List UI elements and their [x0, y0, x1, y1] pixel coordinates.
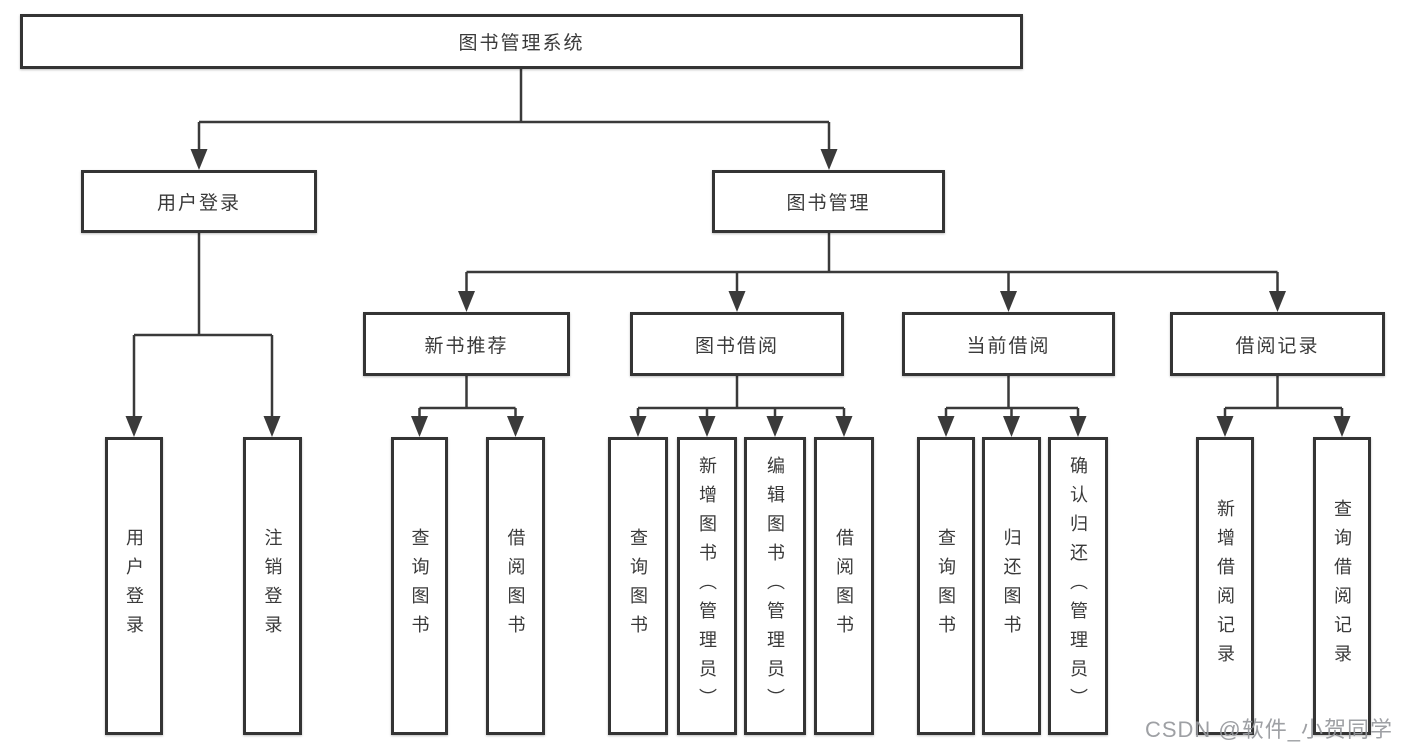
leaf-current-query-books: 查询图书 [917, 437, 975, 735]
watermark: CSDN @软件_小贺同学 [1144, 717, 1393, 742]
node-root: 图书管理系统 [20, 14, 1023, 69]
leaf-recommend-borrow-books: 借阅图书 [486, 437, 545, 735]
connector-borrow-record-children [1223, 376, 1344, 418]
leaf-add-borrow-record: 新增借阅记录 [1196, 437, 1254, 735]
leaf-add-books-admin: 新增图书（管理员） [677, 437, 737, 735]
connector-root-to-level2 [197, 68, 831, 151]
arrowheads [125, 149, 1351, 437]
node-book-management: 图书管理 [712, 170, 945, 233]
connector-book-borrow-children [636, 376, 846, 418]
connector-current-borrow-children [944, 376, 1080, 418]
connector-book-mgmt-to-level3 [465, 233, 1279, 293]
node-current-borrow: 当前借阅 [902, 312, 1115, 376]
connector-paths [132, 68, 1344, 418]
leaf-logout: 注销登录 [243, 437, 302, 735]
node-user-login: 用户登录 [81, 170, 317, 233]
leaf-borrow-books: 借阅图书 [814, 437, 874, 735]
connector-user-login-children [132, 233, 274, 418]
leaf-query-borrow-record: 查询借阅记录 [1313, 437, 1371, 735]
leaf-return-books: 归还图书 [982, 437, 1041, 735]
node-new-book-recommend: 新书推荐 [363, 312, 570, 376]
leaf-confirm-return-admin: 确认归还（管理员） [1048, 437, 1108, 735]
leaf-edit-books-admin: 编辑图书（管理员） [744, 437, 806, 735]
leaf-borrow-query-books: 查询图书 [608, 437, 668, 735]
leaf-user-login: 用户登录 [105, 437, 163, 735]
node-book-borrow: 图书借阅 [630, 312, 844, 376]
connector-new-book-children [418, 376, 517, 418]
leaf-recommend-query-books: 查询图书 [391, 437, 448, 735]
node-borrow-records: 借阅记录 [1170, 312, 1385, 376]
